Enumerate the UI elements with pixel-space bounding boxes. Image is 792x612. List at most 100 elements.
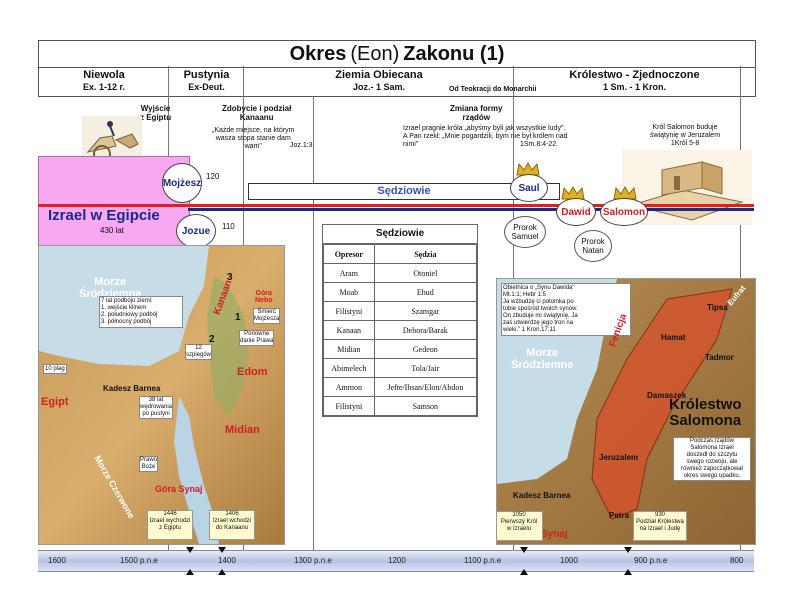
oppressor-cell: Kanaan bbox=[323, 320, 375, 340]
timeline-marker-icon bbox=[520, 547, 528, 553]
timeline-marker-icon bbox=[218, 569, 226, 575]
date-1446-note: 1446 Izrael wychodzi z Egiptu bbox=[147, 510, 193, 540]
period-ref: Joz.- 1 Sam. bbox=[352, 82, 406, 92]
midian-label: Midian bbox=[225, 424, 260, 436]
period-pustynia: Pustynia Ex-Deut. bbox=[169, 66, 244, 96]
exodus-label: Wyjście z Egiptu bbox=[140, 104, 172, 122]
david-circle: Dawid bbox=[556, 198, 596, 226]
date-1406-note: 1406 Izrael wchodzi do Kanaanu bbox=[209, 510, 255, 540]
oppressor-cell: Midian bbox=[323, 339, 375, 359]
timeline-label: 1500 p.n.e bbox=[120, 556, 158, 565]
theocracy-note: Od Teokracji do Monarchii bbox=[449, 86, 537, 93]
moses-circle: Mojżesz bbox=[162, 163, 202, 203]
judge-cell: Szamgar bbox=[373, 301, 478, 321]
moses-label: Mojżesz bbox=[162, 177, 202, 189]
judge-cell: Ehud bbox=[373, 282, 478, 302]
joshua-label: Jozue bbox=[181, 225, 211, 237]
saul-label: Saul bbox=[518, 182, 540, 194]
conquest-box: 7 lat podboju ziemi: 1. wejście klinem 2… bbox=[99, 296, 183, 328]
timeline-marker-icon bbox=[218, 547, 226, 553]
judge-cell: Jefte/Ibsan/Elon/Abdon bbox=[373, 377, 478, 397]
timeline-label: 1600 bbox=[48, 556, 66, 565]
petra-label: Petra bbox=[609, 511, 630, 520]
judge-cell: Debora/Barak bbox=[373, 320, 478, 340]
judges-table-title: Sędziowie bbox=[323, 225, 477, 244]
timeline-marker-icon bbox=[624, 547, 632, 553]
timeline-label: 1300 p.n.e bbox=[294, 556, 332, 565]
solomon-circle: Salomon bbox=[600, 198, 648, 226]
navy-timeline-line bbox=[188, 208, 754, 211]
date-930-note: 930 Podział Królestwa na Izrael i Judę bbox=[633, 511, 687, 541]
oppressor-cell: Aram bbox=[323, 263, 375, 283]
plagues-box: 10 plag bbox=[43, 364, 67, 374]
page-title: Okres (Eon) Zakonu (1) bbox=[38, 40, 756, 68]
timeline-label: 800 bbox=[730, 556, 744, 565]
spies-box: 12 szpiegów bbox=[185, 344, 213, 360]
kingdom-label: Królestwo Salomona bbox=[669, 396, 742, 429]
conquest-ref: Joz.1:3 bbox=[290, 142, 313, 149]
timeline-label: 1200 bbox=[388, 556, 406, 565]
david-label: Dawid bbox=[561, 206, 591, 218]
timeline-label: 1000 bbox=[560, 556, 578, 565]
kingdom-note: Podczas rządów Salomona Izrael doszedł d… bbox=[673, 437, 751, 481]
solomon-note: Król Salomon buduje świątynię w Jeruzale… bbox=[650, 124, 721, 147]
oppressor-cell: Filistyni bbox=[323, 396, 375, 416]
period-name: Królestwo - Zjednoczone bbox=[569, 69, 700, 81]
left-map: Morze Śródziemne 7 lat podboju ziemi: 1.… bbox=[38, 245, 285, 545]
judge-cell: Otoniel bbox=[373, 263, 478, 283]
right-map: Obietnica o „Synu Dawida" Mt.1:1; Hebr 1… bbox=[496, 278, 756, 545]
nebo-label: Góra Nebo bbox=[255, 290, 273, 304]
promise-box: Obietnica o „Synu Dawida" Mt.1:1; Hebr 1… bbox=[501, 283, 631, 336]
conquest-title: Zdobycie i podział Kanaanu bbox=[222, 104, 292, 122]
conquest-quote: „Każde miejsce, na którym wasza stopa st… bbox=[212, 127, 295, 150]
egypt-map-label: Egipt bbox=[41, 396, 69, 408]
egypt-label: Izrael w Egipcie bbox=[48, 207, 160, 224]
judges-header-judge: Sędzia bbox=[373, 244, 478, 264]
nathan-ellipse: Prorok Natan bbox=[574, 230, 612, 262]
sinai-right-label: Synaj bbox=[541, 529, 568, 540]
kadesh-label: Kadesz Barnea bbox=[103, 384, 161, 393]
change-ref: 1Sm.8:4-22. bbox=[520, 141, 559, 148]
marker-2: 2 bbox=[209, 334, 215, 345]
right-map-sea: Morze Śródziemne bbox=[511, 347, 574, 371]
kadesh-right-label: Kadesz Barnea bbox=[513, 491, 571, 500]
period-ref: Ex. 1-12 r. bbox=[82, 82, 126, 92]
solomon-label: Salomon bbox=[602, 206, 646, 218]
timeline-marker-icon bbox=[186, 569, 194, 575]
oppressor-cell: Ammon bbox=[323, 377, 375, 397]
judges-header-oppressor: Opresor bbox=[323, 244, 375, 264]
periods-row: Niewola Ex. 1-12 r. Pustynia Ex-Deut. Zi… bbox=[38, 66, 756, 97]
law-again-box: Ponowne danie Prawa bbox=[239, 330, 275, 346]
judge-cell: Tola/Jair bbox=[373, 358, 478, 378]
jerusalem-label: Jeruzalem bbox=[599, 453, 639, 462]
date-1050-note: 1050 Pierwszy Król w Izraelu bbox=[497, 511, 543, 541]
hamat-label: Hamat bbox=[661, 333, 686, 342]
oppressor-cell: Moab bbox=[323, 282, 375, 302]
damascus-label: Damaszek bbox=[647, 391, 687, 400]
label-120: 120 bbox=[206, 172, 220, 181]
nathan-label: Prorok Natan bbox=[581, 237, 605, 255]
years-430: 430 lat bbox=[100, 226, 125, 235]
judges-bar: Sędziowie bbox=[248, 183, 560, 200]
timeline-marker-icon bbox=[186, 547, 194, 553]
timeline-marker-icon bbox=[624, 569, 632, 575]
period-ref: Ex-Deut. bbox=[188, 82, 225, 92]
sinai-label: Góra Synaj bbox=[155, 484, 203, 494]
period-name: Ziemia Obiecana bbox=[335, 69, 423, 81]
change-quote: Izrael pragnie króla „abyśmy byli jak ws… bbox=[403, 125, 568, 148]
samuel-ellipse: Prorok Samuel bbox=[504, 216, 546, 248]
divider-line bbox=[313, 96, 314, 550]
title-part2: (Eon) bbox=[350, 42, 400, 65]
title-part3: Zakonu (1) bbox=[403, 42, 505, 65]
oppressor-cell: Filistyni bbox=[323, 301, 375, 321]
law-box: Prawo Boże bbox=[139, 456, 159, 472]
david-crown-icon bbox=[561, 185, 585, 205]
